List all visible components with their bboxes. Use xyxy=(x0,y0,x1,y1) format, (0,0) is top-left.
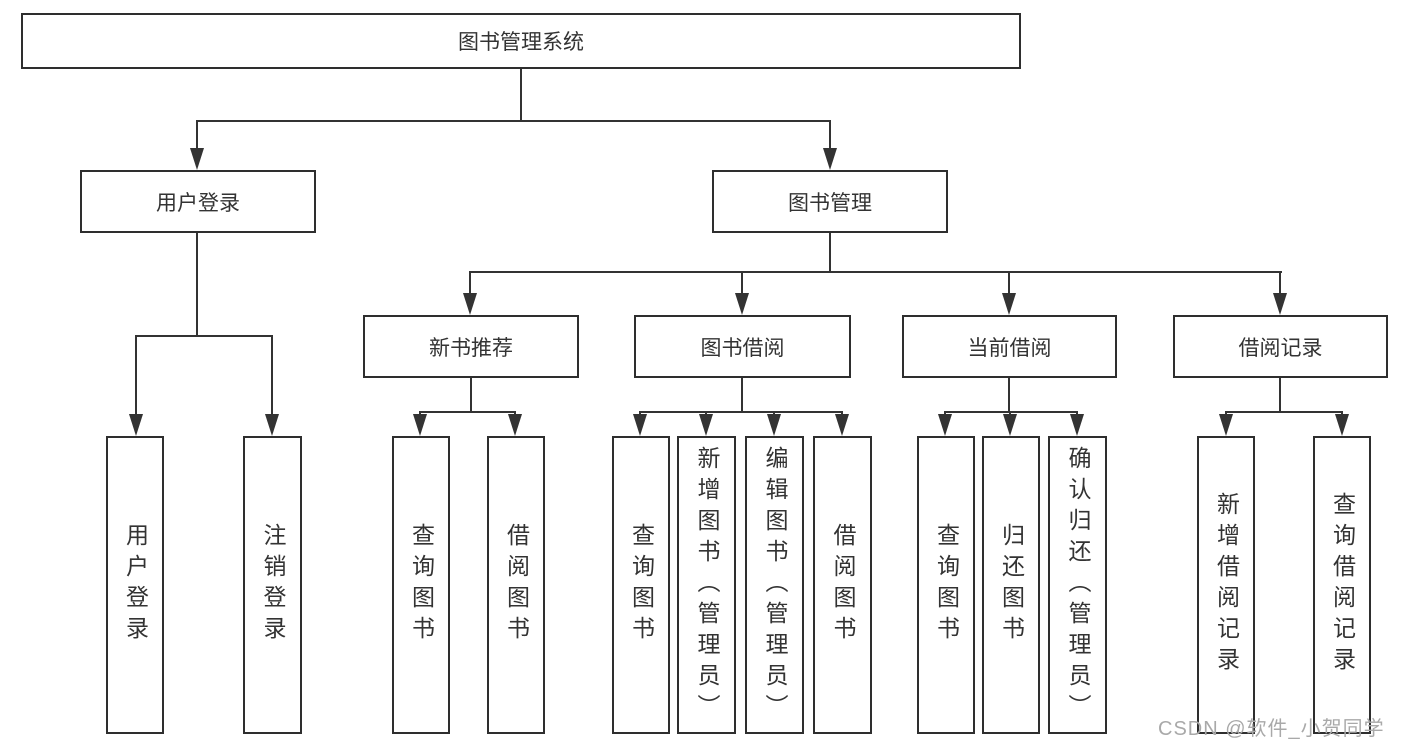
node-book-management-label: 图书管理 xyxy=(788,191,872,215)
arrow-down-icon xyxy=(1219,414,1233,436)
edge-borrow-records-stem xyxy=(1279,378,1281,412)
leaf-return-book-label: 归还图书 xyxy=(998,523,1025,647)
arrow-down-icon xyxy=(129,414,143,436)
node-root: 图书管理系统 xyxy=(21,13,1021,69)
node-root-label: 图书管理系统 xyxy=(458,31,584,54)
edge-current-borrow-branch xyxy=(944,411,1078,413)
csdn-watermark: CSDN @软件_小贺同学 xyxy=(1158,718,1385,740)
leaf-confirm-return-admin: 确认归还（管理员） xyxy=(1048,436,1107,734)
leaf-edit-book-admin-label: 编辑图书（管理员） xyxy=(762,445,788,725)
arrow-down-icon xyxy=(1070,414,1084,436)
node-user-login: 用户登录 xyxy=(80,170,316,233)
edge-to-new-book-recommend xyxy=(469,271,471,295)
edge-to-leaf-user-login xyxy=(135,335,137,416)
edge-book-management-branch xyxy=(469,271,1282,273)
edge-current-borrow-stem xyxy=(1008,378,1010,412)
arrow-down-icon xyxy=(190,148,204,170)
leaf-add-borrow-record: 新增借阅记录 xyxy=(1197,436,1255,734)
leaf-query-books-recommend: 查询图书 xyxy=(392,436,450,734)
node-book-borrow-label: 图书借阅 xyxy=(700,336,785,360)
arrow-down-icon xyxy=(1273,293,1287,315)
arrow-down-icon xyxy=(1002,293,1016,315)
leaf-borrow-books-label: 借阅图书 xyxy=(830,523,856,647)
arrow-down-icon xyxy=(699,414,713,436)
node-user-login-label: 用户登录 xyxy=(156,191,240,215)
edge-to-user-login xyxy=(196,120,198,150)
edge-user-login-branch xyxy=(135,335,273,337)
leaf-borrow-books-recommend-label: 借阅图书 xyxy=(503,523,530,647)
leaf-query-borrow-record: 查询借阅记录 xyxy=(1313,436,1371,734)
arrow-down-icon xyxy=(1003,414,1017,436)
node-new-book-recommend-label: 新书推荐 xyxy=(429,336,513,360)
arrow-down-icon xyxy=(508,414,522,436)
edge-book-management-stem xyxy=(829,233,831,272)
edge-user-login-stem xyxy=(196,233,198,336)
node-borrow-records: 借阅记录 xyxy=(1173,315,1388,378)
leaf-query-books-borrow-label: 查询图书 xyxy=(628,523,655,647)
arrow-down-icon xyxy=(767,414,781,436)
leaf-borrow-books-recommend: 借阅图书 xyxy=(487,436,545,734)
edge-root-stem xyxy=(520,69,522,121)
leaf-query-books-current-label: 查询图书 xyxy=(933,523,960,647)
leaf-edit-book-admin: 编辑图书（管理员） xyxy=(745,436,804,734)
leaf-return-book: 归还图书 xyxy=(982,436,1040,734)
edge-book-borrow-branch xyxy=(639,411,843,413)
edge-new-book-recommend-stem xyxy=(470,378,472,412)
leaf-logout: 注销登录 xyxy=(243,436,302,734)
leaf-logout-label: 注销登录 xyxy=(260,523,286,647)
edge-root-branch xyxy=(196,120,831,122)
edge-new-book-recommend-branch xyxy=(419,411,516,413)
leaf-query-books-recommend-label: 查询图书 xyxy=(408,523,435,647)
arrow-down-icon xyxy=(938,414,952,436)
leaf-confirm-return-admin-label: 确认归还（管理员） xyxy=(1065,445,1091,725)
leaf-add-book-admin: 新增图书（管理员） xyxy=(677,436,736,734)
edge-borrow-records-branch xyxy=(1225,411,1343,413)
leaf-user-login: 用户登录 xyxy=(106,436,164,734)
node-borrow-records-label: 借阅记录 xyxy=(1238,336,1323,360)
edge-to-leaf-logout xyxy=(271,335,273,416)
leaf-query-books-current: 查询图书 xyxy=(917,436,975,734)
arrow-down-icon xyxy=(633,414,647,436)
node-book-management: 图书管理 xyxy=(712,170,948,233)
node-new-book-recommend: 新书推荐 xyxy=(363,315,579,378)
edge-to-borrow-records xyxy=(1279,271,1281,295)
leaf-user-login-label: 用户登录 xyxy=(122,523,149,647)
arrow-down-icon xyxy=(835,414,849,436)
edge-to-book-borrow xyxy=(741,271,743,295)
edge-to-current-borrow xyxy=(1008,271,1010,295)
edge-book-borrow-stem xyxy=(741,378,743,412)
arrow-down-icon xyxy=(463,293,477,315)
leaf-add-borrow-record-label: 新增借阅记录 xyxy=(1213,492,1240,678)
leaf-query-borrow-record-label: 查询借阅记录 xyxy=(1329,492,1356,678)
node-current-borrow-label: 当前借阅 xyxy=(967,336,1052,360)
node-book-borrow: 图书借阅 xyxy=(634,315,851,378)
leaf-borrow-books: 借阅图书 xyxy=(813,436,872,734)
arrow-down-icon xyxy=(823,148,837,170)
node-current-borrow: 当前借阅 xyxy=(902,315,1117,378)
arrow-down-icon xyxy=(1335,414,1349,436)
leaf-query-books-borrow: 查询图书 xyxy=(612,436,670,734)
arrow-down-icon xyxy=(265,414,279,436)
leaf-add-book-admin-label: 新增图书（管理员） xyxy=(694,445,720,725)
arrow-down-icon xyxy=(735,293,749,315)
arrow-down-icon xyxy=(413,414,427,436)
edge-to-book-management xyxy=(829,120,831,150)
